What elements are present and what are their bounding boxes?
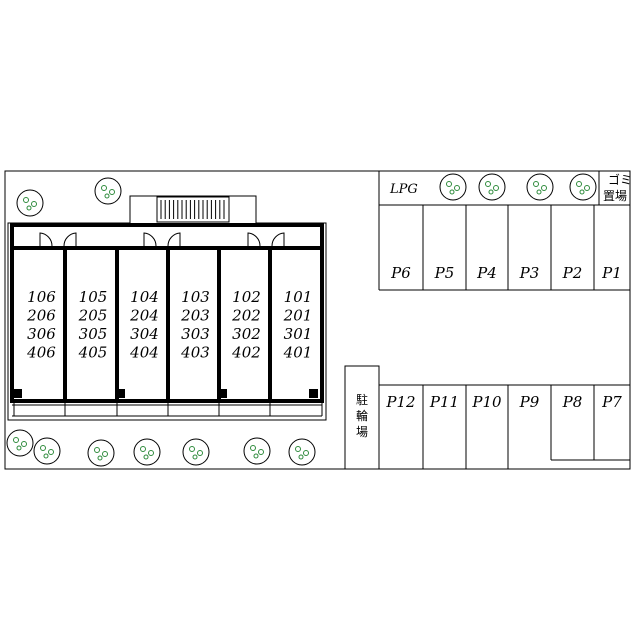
site-boundary bbox=[4, 170, 631, 470]
parking-label: P11 bbox=[429, 393, 459, 411]
parking-space: P10 bbox=[471, 385, 509, 469]
unit-number: 203 bbox=[180, 307, 210, 325]
unit-number: 306 bbox=[27, 325, 56, 343]
unit-number: 106 bbox=[27, 288, 56, 306]
parking-space: P4 bbox=[465, 205, 497, 290]
doors-layer bbox=[39, 232, 285, 247]
unit-number: 103 bbox=[181, 288, 210, 306]
tree-icon bbox=[16, 189, 44, 217]
door-icon bbox=[63, 232, 77, 247]
parking-label: P4 bbox=[476, 264, 497, 282]
column-post bbox=[116, 389, 125, 398]
lpg-area: LPG bbox=[378, 171, 630, 206]
trees-layer bbox=[6, 173, 597, 467]
parking-label: P1 bbox=[601, 264, 622, 282]
parking-space: P1 bbox=[593, 205, 622, 290]
parking-label: P6 bbox=[390, 264, 411, 282]
unit-number: 302 bbox=[232, 325, 261, 343]
unit-number: 202 bbox=[231, 307, 261, 325]
unit-number: 205 bbox=[78, 307, 108, 325]
door-icon bbox=[271, 232, 285, 247]
unit-number: 105 bbox=[79, 288, 108, 306]
door-icon bbox=[39, 232, 53, 247]
door-icon bbox=[247, 232, 261, 247]
parking-label: P7 bbox=[601, 393, 622, 411]
garbage-label: ゴミ置場 bbox=[603, 172, 632, 203]
parking-label: P9 bbox=[519, 393, 540, 411]
unit-number: 404 bbox=[129, 344, 159, 362]
unit-number: 303 bbox=[181, 325, 210, 343]
lpg-label: LPG bbox=[389, 182, 418, 197]
unit-number: 403 bbox=[180, 344, 210, 362]
parking-label: P2 bbox=[562, 264, 583, 282]
tree-icon bbox=[33, 437, 61, 465]
parking-label: P5 bbox=[434, 264, 455, 282]
tree-icon bbox=[439, 173, 467, 201]
tree-icon bbox=[87, 439, 115, 467]
unit-number: 206 bbox=[26, 307, 56, 325]
tree-icon bbox=[243, 437, 271, 465]
tree-icon bbox=[569, 173, 597, 201]
unit-number: 405 bbox=[78, 344, 108, 362]
unit-number: 402 bbox=[231, 344, 261, 362]
parking-label: P8 bbox=[562, 393, 583, 411]
unit-number: 304 bbox=[130, 325, 159, 343]
parking-label: P10 bbox=[471, 393, 502, 411]
unit-number: 406 bbox=[26, 344, 56, 362]
parking-space: P8 bbox=[562, 385, 595, 460]
unit-number: 305 bbox=[79, 325, 108, 343]
parking-space: P6 bbox=[390, 264, 411, 282]
parking-space: P12 bbox=[385, 385, 424, 469]
tree-icon bbox=[526, 173, 554, 201]
unit-number: 201 bbox=[283, 307, 313, 325]
parking-label: P12 bbox=[385, 393, 415, 411]
parking-space: P7 bbox=[601, 385, 631, 460]
tree-icon bbox=[94, 177, 122, 205]
garbage-station: ゴミ置場 bbox=[598, 171, 632, 205]
column-post bbox=[13, 389, 22, 398]
tree-icon bbox=[478, 173, 506, 201]
parking-space: P2 bbox=[550, 205, 583, 290]
unit-number: 104 bbox=[130, 288, 159, 306]
door-icon bbox=[143, 232, 157, 247]
tree-icon bbox=[6, 429, 34, 457]
parking-space: P5 bbox=[422, 205, 455, 290]
parking-space: P3 bbox=[507, 205, 540, 290]
door-icon bbox=[167, 232, 181, 247]
tree-icon bbox=[133, 438, 161, 466]
bicycle-parking: 駐輪場 bbox=[344, 365, 380, 470]
staircase bbox=[156, 196, 230, 223]
column-post bbox=[309, 389, 318, 398]
parking-space: P9 bbox=[519, 385, 552, 460]
unit-number: 101 bbox=[284, 288, 313, 306]
bicycle-label: 駐輪場 bbox=[356, 392, 368, 439]
units-layer: 1062063064061052053054051042043044041032… bbox=[13, 248, 323, 416]
tree-icon bbox=[288, 438, 316, 466]
unit-number: 401 bbox=[283, 344, 313, 362]
column-post bbox=[218, 389, 227, 398]
unit-number: 301 bbox=[284, 325, 313, 343]
parking-space: P11 bbox=[429, 385, 467, 469]
tree-icon bbox=[182, 438, 210, 466]
unit-number: 204 bbox=[129, 307, 159, 325]
unit-number: 102 bbox=[232, 288, 261, 306]
parking-label: P3 bbox=[519, 264, 540, 282]
